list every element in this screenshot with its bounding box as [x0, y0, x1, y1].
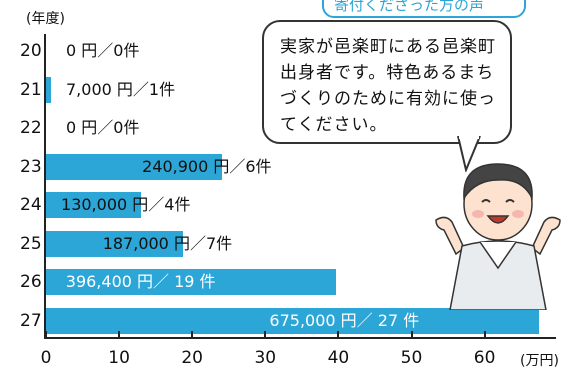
year-label: 23	[20, 156, 42, 177]
callout-banner-text: 寄付くださった方の声	[334, 0, 485, 14]
x-tick-label: 50	[400, 348, 423, 368]
bar-value-label: 0 円／0件	[66, 118, 140, 137]
bar	[46, 153, 223, 180]
person-illustration-icon	[435, 163, 561, 310]
year-label: 22	[20, 118, 42, 138]
year-label: 24	[20, 195, 42, 215]
speech-bubble: 実家が邑楽町にある邑楽町出身者です。特色あるまちづくりのために有効に使ってくださ…	[262, 20, 512, 144]
x-tick-label: 0	[40, 348, 52, 368]
bar-value-label: 240,900 円／6件	[142, 156, 272, 176]
x-tick-mark	[191, 331, 194, 339]
callout-banner: 寄付くださった方の声	[322, 0, 526, 18]
bar-value-label: 675,000 円／ 27 件	[269, 310, 420, 330]
x-tick-mark	[118, 331, 121, 339]
bar-value-label: 187,000 円／7件	[102, 233, 233, 253]
x-tick-label: 60	[473, 348, 496, 368]
speech-bubble-tail	[457, 136, 481, 172]
x-tick-mark	[45, 331, 47, 339]
x-tick-mark	[264, 331, 267, 339]
bar-value-label: 130,000 円／4件	[61, 195, 191, 214]
bar-value-label: 7,000 円／1件	[66, 79, 176, 99]
year-label: 20	[20, 41, 42, 61]
bar	[46, 230, 183, 257]
bar	[46, 76, 52, 103]
bar-value-label: 396,400 円／ 19 件	[65, 272, 216, 291]
x-axis-line	[44, 337, 556, 339]
year-unit-label: (年度)	[26, 11, 65, 27]
bar	[46, 269, 336, 295]
x-tick-mark	[410, 331, 413, 339]
speech-bubble-text: 実家が邑楽町にある邑楽町出身者です。特色あるまちづくりのために有効に使ってくださ…	[280, 37, 496, 135]
year-label: 25	[20, 233, 42, 254]
bar-value-label: 0 円／0件	[66, 41, 140, 60]
bar	[46, 307, 540, 334]
x-tick-label: 20	[181, 348, 204, 368]
x-axis-unit: (万円)	[520, 353, 559, 369]
year-label: 26	[20, 272, 42, 292]
x-tick-mark	[337, 331, 340, 339]
bar	[46, 192, 142, 218]
y-axis-line	[44, 34, 46, 338]
x-tick-label: 30	[254, 348, 277, 368]
year-label: 21	[20, 79, 42, 100]
x-tick-label: 40	[327, 348, 350, 368]
x-tick-label: 10	[108, 348, 130, 368]
year-label: 27	[20, 310, 42, 331]
x-tick-mark	[483, 331, 486, 339]
